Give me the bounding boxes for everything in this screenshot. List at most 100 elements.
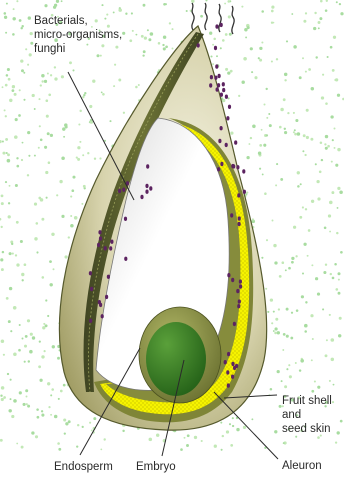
bacteria-speck xyxy=(123,112,125,114)
bacteria-speck xyxy=(50,74,52,76)
micro-organism-dot xyxy=(220,162,223,166)
bacteria-speck xyxy=(259,168,261,170)
bacteria-speck xyxy=(78,123,80,125)
bacteria-speck xyxy=(326,0,328,2)
bacteria-speck xyxy=(334,263,337,266)
bacteria-speck xyxy=(276,163,278,165)
bacteria-speck xyxy=(338,279,340,281)
bacteria-speck xyxy=(44,4,47,7)
bacteria-speck xyxy=(54,415,58,419)
bacteria-speck xyxy=(274,430,277,433)
bacteria-speck xyxy=(297,171,300,174)
bacteria-speck xyxy=(49,283,52,286)
micro-organism-dot xyxy=(145,184,148,188)
bacteria-speck xyxy=(54,4,57,7)
bacteria-speck xyxy=(37,416,40,419)
bacteria-speck xyxy=(276,58,278,60)
bacteria-speck xyxy=(48,93,51,96)
bacteria-speck xyxy=(162,44,164,46)
micro-organism-dot xyxy=(90,287,93,291)
bacteria-speck xyxy=(41,355,44,358)
bacteria-speck xyxy=(2,140,4,142)
bacteria-speck xyxy=(275,184,277,186)
bacteria-speck xyxy=(229,423,231,425)
bacteria-speck xyxy=(310,314,313,317)
micro-organism-dot xyxy=(231,278,234,282)
bacteria-speck xyxy=(47,315,49,317)
bacteria-speck xyxy=(329,201,333,205)
bacteria-speck xyxy=(284,73,287,76)
bacteria-speck xyxy=(335,164,338,167)
bacteria-speck xyxy=(294,133,297,136)
bacteria-speck xyxy=(143,4,146,7)
micro-organism-dot xyxy=(225,95,228,99)
bacteria-speck xyxy=(52,345,55,348)
micro-organism-dot xyxy=(217,167,220,171)
bacteria-speck xyxy=(89,422,91,424)
micro-organism-dot xyxy=(227,352,230,356)
micro-organism-dot xyxy=(149,186,152,190)
bacteria-speck xyxy=(322,74,324,76)
bacteria-speck xyxy=(6,152,8,154)
bacteria-speck xyxy=(101,91,103,93)
bacteria-speck xyxy=(316,180,319,183)
bacteria-speck xyxy=(40,84,42,86)
bacteria-speck xyxy=(102,93,105,96)
bacteria-speck xyxy=(288,267,291,270)
bacteria-speck xyxy=(280,178,283,181)
bacteria-speck xyxy=(21,273,24,276)
bacteria-speck xyxy=(20,27,22,29)
bacteria-speck xyxy=(34,108,36,110)
bacteria-speck xyxy=(47,132,50,135)
micro-organism-dot xyxy=(215,24,218,28)
bacteria-speck xyxy=(14,93,17,96)
bacteria-speck xyxy=(1,195,4,198)
bacteria-speck xyxy=(19,89,21,91)
micro-organism-dot xyxy=(222,88,225,92)
bacteria-speck xyxy=(265,288,267,290)
bacteria-speck xyxy=(25,389,28,392)
bacteria-speck xyxy=(83,185,86,188)
bacteria-speck xyxy=(279,126,282,129)
bacteria-speck xyxy=(221,449,223,451)
bacteria-speck xyxy=(283,333,286,336)
bacteria-speck xyxy=(38,365,41,368)
bacteria-speck xyxy=(338,292,341,295)
bacteria-speck xyxy=(284,79,286,81)
bacteria-speck xyxy=(84,92,86,94)
bacteria-speck xyxy=(332,277,335,280)
bacteria-speck xyxy=(325,9,328,12)
label-endosperm: Endosperm xyxy=(54,460,113,474)
micro-organism-dot xyxy=(214,46,217,50)
bacteria-speck xyxy=(118,8,122,12)
bacteria-speck xyxy=(329,314,331,316)
bacteria-speck xyxy=(46,197,48,199)
micro-organism-dot xyxy=(217,83,220,87)
bacteria-speck xyxy=(340,251,343,254)
bacteria-speck xyxy=(258,151,261,154)
bacteria-speck xyxy=(212,44,214,46)
bacteria-speck xyxy=(264,192,267,195)
tip-hair xyxy=(192,3,194,30)
bacteria-speck xyxy=(293,45,297,49)
bacteria-speck xyxy=(334,128,336,130)
bacteria-speck xyxy=(227,0,230,3)
bacteria-speck xyxy=(18,349,21,352)
bacteria-speck xyxy=(24,263,27,266)
bacteria-speck xyxy=(118,79,121,82)
bacteria-speck xyxy=(77,146,80,149)
micro-organism-dot xyxy=(232,164,235,168)
bacteria-speck xyxy=(20,59,23,62)
bacteria-speck xyxy=(12,33,15,36)
bacteria-speck xyxy=(41,410,43,412)
bacteria-speck xyxy=(319,171,322,174)
bacteria-speck xyxy=(109,120,111,122)
bacteria-speck xyxy=(331,358,334,361)
bacteria-speck xyxy=(311,359,313,361)
bacteria-speck xyxy=(180,448,183,451)
bacteria-speck xyxy=(271,60,273,62)
bacteria-speck xyxy=(163,35,166,38)
bacteria-speck xyxy=(337,431,340,434)
bacteria-speck xyxy=(266,88,268,90)
micro-organism-dot xyxy=(89,271,92,275)
